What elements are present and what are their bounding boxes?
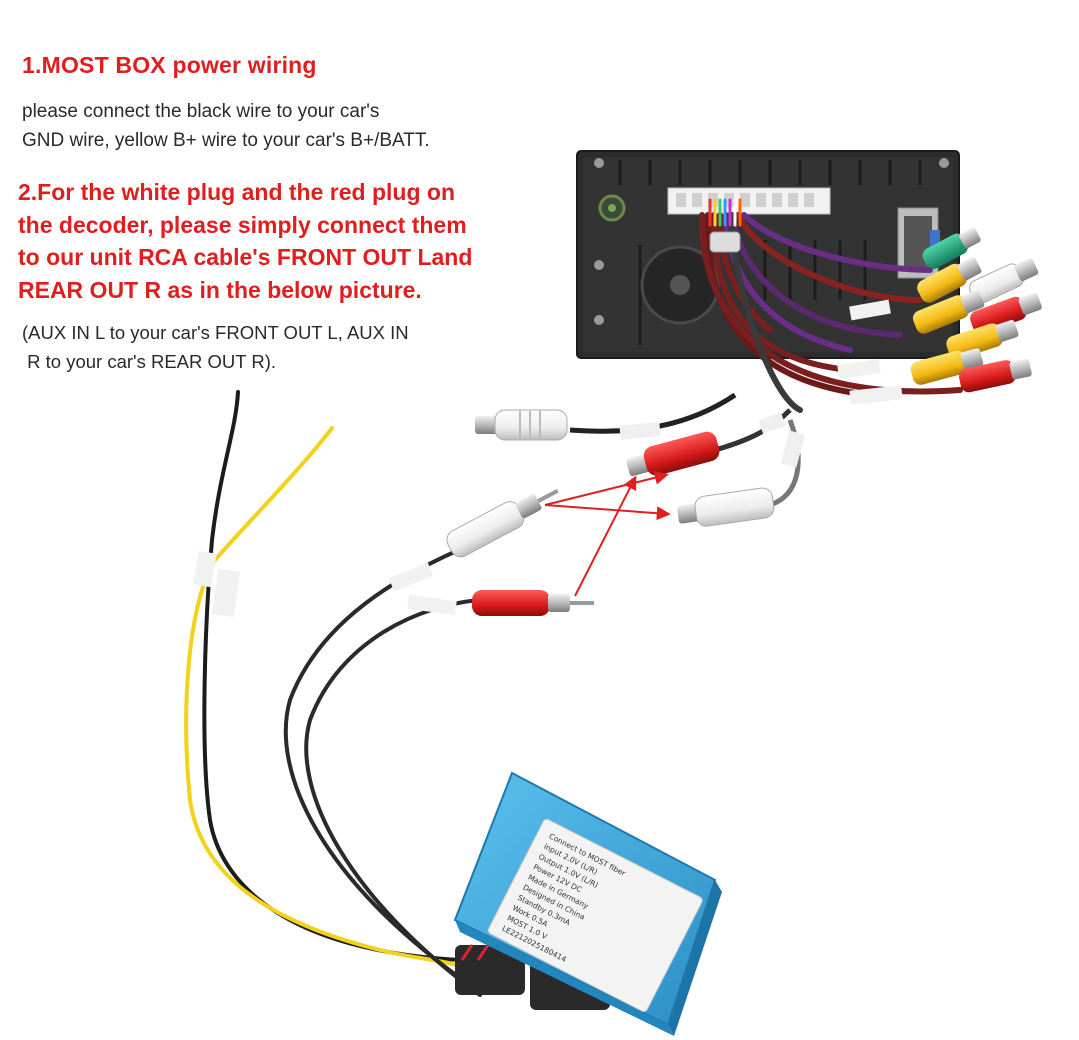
unit-rear-out-cables (626, 408, 806, 527)
decoder-power-wires (184, 390, 472, 972)
section2-heading-line4: REAR OUT R as in the below picture. (18, 276, 422, 303)
arrow-white-to-rear-out (544, 504, 671, 521)
section2-heading-line2: the decoder, please simply connect them (18, 211, 467, 238)
section2-note-line2: R to your car's REAR OUT R). (22, 351, 277, 372)
section1-body: please connect the black wire to your ca… (22, 97, 542, 155)
section2-heading-line3: to our unit RCA cable's FRONT OUT Land (18, 244, 473, 270)
connection-arrows (544, 470, 671, 597)
section2-note-line1: (AUX IN L to your car's FRONT OUT L, AUX… (22, 322, 409, 343)
section2-heading: 2.For the white plug and the red plug on… (18, 176, 578, 306)
decoder-red-plug (472, 590, 594, 616)
decoder-white-plug (446, 488, 559, 558)
section1-line2: GND wire, yellow B+ wire to your car's B… (22, 130, 430, 151)
unit-rca-plugs (910, 227, 1042, 393)
section1-line1: please connect the black wire to your ca… (22, 101, 380, 122)
arrow-white-to-front-out (544, 470, 669, 506)
unit-front-out-cable (475, 392, 737, 441)
section2-note: (AUX IN L to your car's FRONT OUT L, AUX… (22, 318, 492, 376)
section1-heading: 1.MOST BOX power wiring (22, 52, 317, 78)
decoder-audio-wires (283, 543, 482, 997)
arrow-red-to-front-out (574, 475, 637, 597)
unit-wire-bundle (698, 198, 963, 413)
section2-heading-line1: 2.For the white plug and the red plug on (18, 179, 455, 205)
